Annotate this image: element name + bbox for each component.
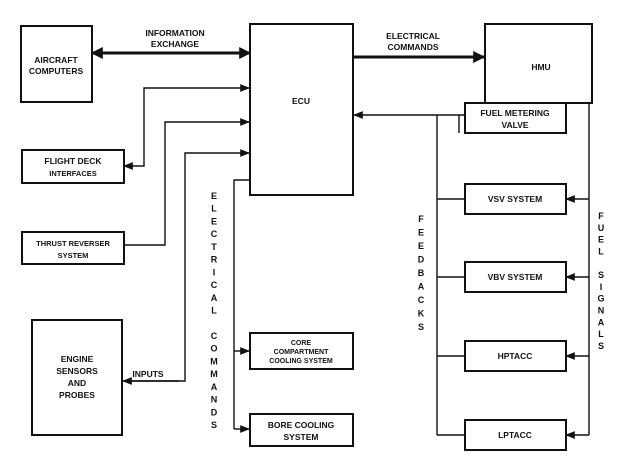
flight-deck-link <box>123 84 250 170</box>
hmu-box: HMU <box>484 23 593 104</box>
lptacc-label: LPTACC <box>498 430 532 440</box>
information-exchange-label-2: EXCHANGE <box>151 39 200 49</box>
vertical-label-letter: U <box>598 223 605 233</box>
vertical-label-letter: I <box>600 282 603 292</box>
thrust-reverser-link <box>124 118 250 246</box>
vsv-system-label: VSV SYSTEM <box>488 194 542 204</box>
vbv-system-box: VBV SYSTEM <box>464 261 567 293</box>
vertical-label-letter: C <box>211 331 218 341</box>
vertical-label-letter: D <box>418 255 425 265</box>
flight-deck-label-2: INTERFACES <box>49 169 97 178</box>
vertical-label-letter: M <box>210 369 218 379</box>
vertical-label-letter: S <box>598 270 604 280</box>
lptacc-box: LPTACC <box>464 419 567 451</box>
engine-sensors-label-1: ENGINE <box>61 354 94 364</box>
ecu-label: ECU <box>292 96 310 106</box>
vertical-label-letter: C <box>418 295 425 305</box>
vertical-label-letter: N <box>211 395 218 405</box>
vertical-label-letter: R <box>211 255 218 265</box>
fuel-metering-valve-box: FUEL METERING VALVE <box>464 102 567 134</box>
vertical-label-letter: A <box>418 282 425 292</box>
electrical-commands-label-2: COMMANDS <box>388 42 439 52</box>
bore-cooling-label-2: SYSTEM <box>284 432 319 442</box>
inputs-label: INPUTS <box>132 369 164 379</box>
aircraft-computers-label-2: COMPUTERS <box>29 66 84 76</box>
vertical-label-letter: S <box>598 341 604 351</box>
vertical-label-letter: S <box>418 322 424 332</box>
vertical-label-letter: A <box>211 382 218 392</box>
bore-cooling-label-1: BORE COOLING <box>268 420 335 430</box>
vertical-label-letter: E <box>211 191 217 201</box>
fuel-metering-valve-label-2: VALVE <box>501 120 528 130</box>
aircraft-computers-box: AIRCRAFT COMPUTERS <box>20 25 93 103</box>
vertical-label-letter: B <box>418 268 425 278</box>
vertical-label-letter: D <box>211 407 218 417</box>
flight-deck-label-1: FLIGHT DECK <box>44 156 102 166</box>
engine-sensors-box: ENGINE SENSORS AND PROBES <box>31 319 123 436</box>
ecu-box: ECU <box>249 23 354 196</box>
bore-cooling-box: BORE COOLING SYSTEM <box>249 413 354 447</box>
vertical-label-letter: E <box>211 216 217 226</box>
vertical-label-letter: L <box>598 246 604 256</box>
flight-deck-box: FLIGHT DECK INTERFACES <box>21 149 125 184</box>
vertical-label-letter: I <box>213 267 216 277</box>
vertical-label-letter: K <box>418 309 425 319</box>
vertical-label-letter: A <box>598 317 605 327</box>
vertical-label-letter: N <box>598 306 605 316</box>
vertical-label-letter: E <box>418 241 424 251</box>
vertical-label-letter: L <box>211 306 217 316</box>
vertical-label-letter: L <box>211 204 217 214</box>
vertical-label-letter: F <box>598 211 604 221</box>
core-cooling-label-3: COOLING SYSTEM <box>269 358 333 365</box>
hptacc-label: HPTACC <box>498 351 533 361</box>
vertical-label-letter: C <box>211 280 218 290</box>
aircraft-computers-label-1: AIRCRAFT <box>34 55 78 65</box>
vertical-label-letter: F <box>418 214 424 224</box>
vertical-label-letter: C <box>211 229 218 239</box>
thrust-reverser-label-1: THRUST REVERSER <box>36 239 110 248</box>
hmu-label: HMU <box>531 62 550 72</box>
vertical-label-letter: M <box>210 356 218 366</box>
ecu-commands-bus <box>233 179 250 429</box>
vertical-label-letter: E <box>418 228 424 238</box>
core-cooling-label-2: COMPARTMENT <box>274 349 329 356</box>
engine-sensors-inputs-link <box>122 149 250 382</box>
engine-sensors-label-4: PROBES <box>59 390 95 400</box>
vertical-label-letter: G <box>597 294 604 304</box>
vsv-system-box: VSV SYSTEM <box>464 183 567 215</box>
fuel-metering-valve-label-1: FUEL METERING <box>480 108 550 118</box>
connections <box>90 47 590 439</box>
electrical-commands-label-1: ELECTRICAL <box>386 31 440 41</box>
engine-sensors-label-2: SENSORS <box>56 366 98 376</box>
hptacc-box: HPTACC <box>464 340 567 372</box>
vertical-label-letter: S <box>211 420 217 430</box>
vbv-system-label: VBV SYSTEM <box>488 272 543 282</box>
vertical-label-letter: L <box>598 329 604 339</box>
core-cooling-label-1: CORE <box>291 340 312 347</box>
vertical-label-letter: E <box>598 235 604 245</box>
thrust-reverser-label-2: SYSTEM <box>58 251 89 260</box>
core-cooling-box: CORE COMPARTMENT COOLING SYSTEM <box>249 332 354 370</box>
thrust-reverser-box: THRUST REVERSER SYSTEM <box>21 231 125 265</box>
vertical-label-letter: T <box>211 242 217 252</box>
vertical-label-letter: O <box>210 344 217 354</box>
vertical-label-letter: A <box>211 293 218 303</box>
information-exchange-label-1: INFORMATION <box>145 28 204 38</box>
engine-sensors-label-3: AND <box>68 378 86 388</box>
